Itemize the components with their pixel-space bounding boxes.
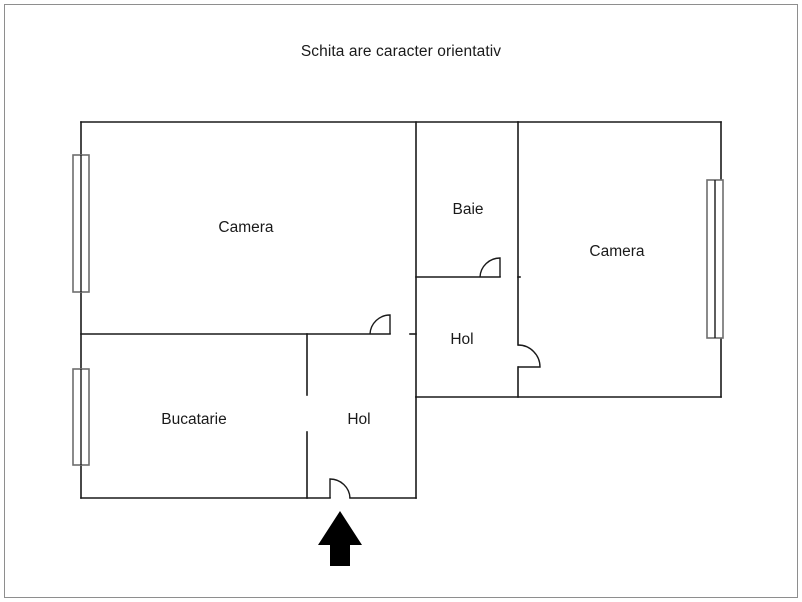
page-title: Schita are caracter orientativ	[300, 43, 502, 60]
room-label-hol-lower: Hol	[347, 411, 370, 428]
room-label-group: Camera Baie Camera Hol Bucatarie Hol	[161, 201, 645, 428]
door-entrance-icon	[329, 478, 351, 499]
door-hol-lower-to-camera-icon	[369, 314, 391, 335]
room-label-hol-upper: Hol	[450, 331, 473, 348]
window-center-lines	[80, 155, 716, 465]
door-group	[329, 257, 541, 499]
room-label-bucatarie: Bucatarie	[161, 411, 226, 428]
room-label-baie: Baie	[452, 201, 483, 218]
wall-group	[80, 121, 722, 499]
room-label-camera-right: Camera	[589, 243, 645, 260]
door-camera-right-icon	[517, 344, 541, 368]
entrance-arrow-icon	[318, 511, 362, 566]
door-baie-icon	[479, 257, 501, 278]
room-label-camera-top-left: Camera	[218, 219, 274, 236]
